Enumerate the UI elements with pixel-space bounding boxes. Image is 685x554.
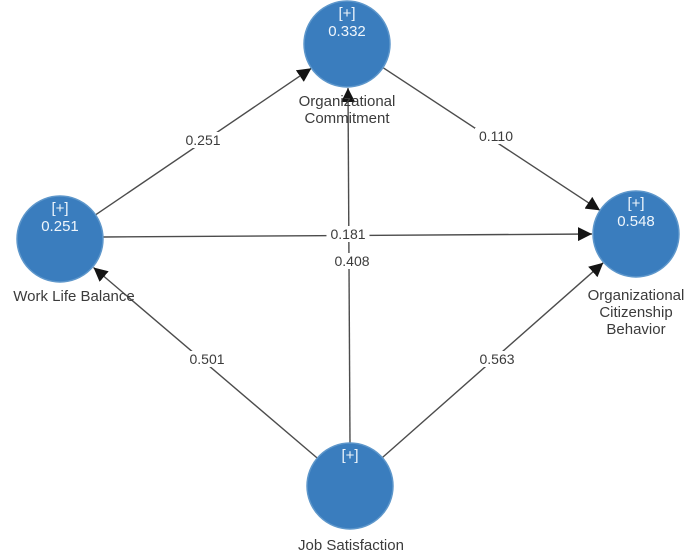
node-label-line: Organizational bbox=[587, 287, 685, 304]
node-label-line: Behavior bbox=[606, 321, 666, 338]
coefficient-wlb-to-oc[interactable]: 0.251 bbox=[181, 132, 225, 148]
coefficient-oc-to-ocb[interactable]: 0.110 bbox=[475, 128, 517, 144]
node-label-line: Organizational bbox=[298, 93, 396, 110]
node-label-line: Citizenship bbox=[599, 304, 673, 321]
node-label-job-satisfaction: Job Satisfaction bbox=[271, 537, 431, 554]
coefficient-js-to-ocb[interactable]: 0.563 bbox=[475, 351, 519, 367]
node-label-line: Work Life Balance bbox=[13, 288, 135, 305]
coefficient-wlb-to-ocb[interactable]: 0.181 bbox=[326, 226, 370, 242]
node-label-line: Job Satisfaction bbox=[298, 537, 404, 554]
node-circle-organizational-commitment[interactable] bbox=[303, 0, 391, 88]
coefficient-js-to-wlb[interactable]: 0.501 bbox=[185, 351, 229, 367]
node-circle-organizational-citizenship-behavior[interactable] bbox=[592, 190, 680, 278]
node-label-line: Commitment bbox=[304, 110, 390, 127]
node-label-organizational-citizenship-behavior: Organizational Citizenship Behavior bbox=[556, 287, 685, 338]
node-label-work-life-balance: Work Life Balance bbox=[0, 288, 154, 305]
node-label-organizational-commitment: Organizational Commitment bbox=[267, 93, 427, 127]
node-circle-work-life-balance[interactable] bbox=[16, 195, 104, 283]
node-circle-job-satisfaction[interactable] bbox=[306, 442, 394, 530]
coefficient-js-to-oc[interactable]: 0.408 bbox=[330, 253, 374, 269]
